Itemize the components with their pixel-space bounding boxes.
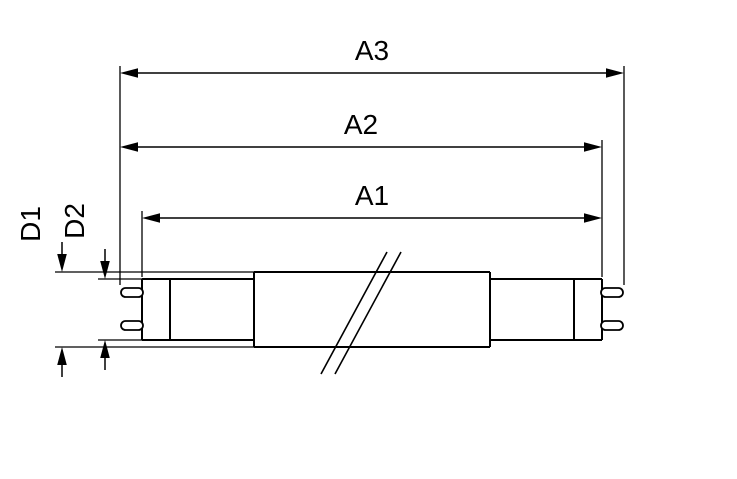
- d2-arrowhead-bottom: [100, 340, 110, 358]
- dimension-d1: D1: [15, 206, 254, 377]
- d2-label: D2: [59, 203, 90, 239]
- left-bottom-pin: [120, 320, 144, 331]
- d1-label: D1: [15, 206, 46, 242]
- right-pins: [600, 287, 624, 331]
- break-slash-right: [334, 251, 402, 375]
- a3-arrowhead-right: [606, 68, 624, 78]
- break-slash-left: [320, 251, 388, 375]
- dimension-a3: A3: [119, 35, 625, 285]
- tube-drawing: [120, 251, 624, 375]
- a2-arrowhead-right: [584, 142, 602, 152]
- a3-arrowhead-left: [120, 68, 138, 78]
- dimension-d2: D2: [59, 203, 142, 370]
- break-symbol: [320, 251, 402, 375]
- dimension-a2: A2: [120, 109, 603, 277]
- a1-arrowhead-left: [142, 213, 160, 223]
- a1-arrowhead-right: [584, 213, 602, 223]
- right-top-pin: [600, 287, 624, 298]
- a2-arrowhead-left: [120, 142, 138, 152]
- a3-label: A3: [355, 35, 389, 66]
- a1-label: A1: [355, 180, 389, 211]
- left-pins: [120, 287, 144, 331]
- d1-arrowhead-bottom: [57, 347, 67, 365]
- glass-tube: [253, 271, 491, 348]
- d1-arrowhead-top: [57, 254, 67, 272]
- right-cap: [490, 278, 603, 341]
- a2-label: A2: [344, 109, 378, 140]
- d2-arrowhead-top: [100, 261, 110, 279]
- right-bottom-pin: [600, 320, 624, 331]
- dimension-a1: A1: [141, 180, 602, 277]
- left-cap: [141, 278, 254, 341]
- left-top-pin: [120, 287, 144, 298]
